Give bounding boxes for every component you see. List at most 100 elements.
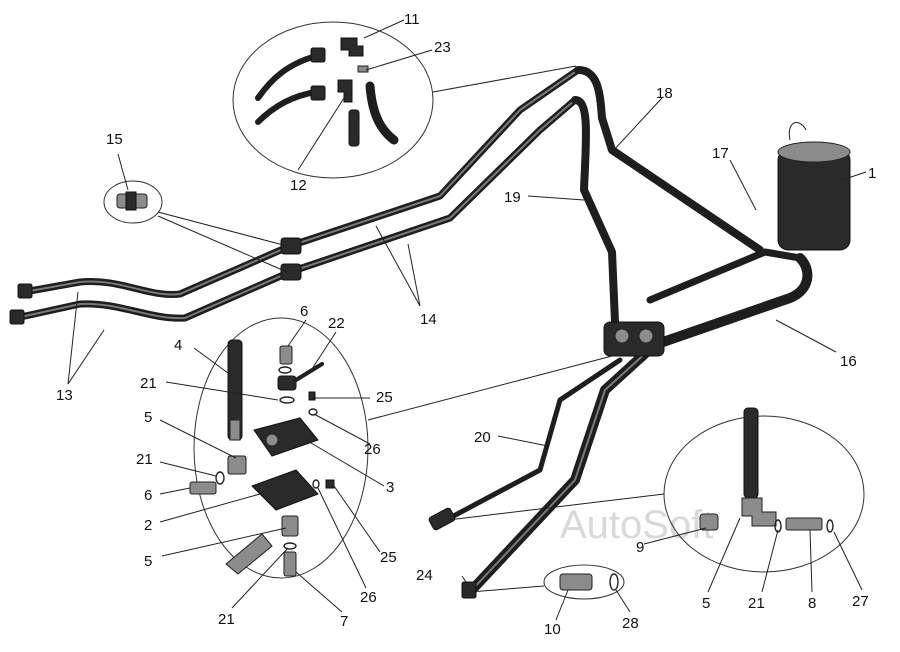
ring-27: [826, 519, 834, 533]
ring-26-right: [312, 479, 320, 489]
leader-7: [295, 571, 343, 613]
leader-5-bottom: [161, 527, 287, 557]
main-lines: [428, 66, 813, 599]
plug-6-top: [279, 345, 293, 365]
leader-25-right: [333, 485, 381, 553]
pipe-24-end: [461, 581, 477, 599]
leader-15: [117, 153, 129, 191]
pipe-16-highlight: [469, 339, 661, 593]
hose-end: [348, 109, 360, 147]
leader-14: [375, 225, 421, 307]
callout-23: 23: [434, 39, 451, 56]
detail-ellipse-valve: [189, 317, 369, 579]
callout-2: 2: [144, 517, 152, 534]
washer-23: [357, 65, 369, 73]
callout-19: 19: [504, 189, 521, 206]
detail-outline-right: [663, 415, 865, 573]
callout-14: 14: [420, 311, 437, 328]
pipe-18: [574, 66, 764, 254]
callout-24: 24: [416, 567, 433, 584]
leader-4: [193, 347, 233, 377]
callout-26-right: 26: [360, 589, 377, 606]
ring-21-top: [279, 396, 295, 404]
callout-16: 16: [840, 353, 857, 370]
leader-21-right: [761, 529, 779, 593]
valve-port-b: [638, 328, 654, 344]
fitting-8: [785, 517, 823, 531]
pipe-20-end: [428, 507, 456, 531]
leader-3: [305, 439, 385, 487]
callout-21-left: 21: [136, 451, 153, 468]
plug-7: [283, 551, 297, 577]
callout-6-top: 6: [300, 303, 308, 320]
leader-12: [297, 97, 345, 171]
leader-27: [833, 531, 863, 591]
leader-5-left: [159, 419, 237, 459]
callout-5-bottom: 5: [144, 553, 152, 570]
elbow-fitting-11: [340, 37, 364, 57]
pipe-19: [571, 96, 620, 349]
callout-25-right: 25: [380, 549, 397, 566]
callout-26-top: 26: [364, 441, 381, 458]
leader-21-bottom: [231, 547, 289, 609]
callout-4: 4: [174, 337, 182, 354]
leader-24: [461, 575, 471, 589]
callout-5-right: 5: [702, 595, 710, 612]
callout-10: 10: [544, 621, 561, 638]
hose-short: [365, 81, 399, 145]
callout-17: 17: [712, 145, 729, 162]
callout-25-top: 25: [376, 389, 393, 406]
tank-1: [777, 122, 851, 251]
hose-4-fitting: [229, 419, 241, 441]
detail-outline-15: [103, 180, 163, 224]
hose-upper-b: [255, 89, 319, 125]
callout-7: 7: [340, 613, 348, 630]
pipe-coupling-b: [280, 263, 302, 281]
watermark: AutoSoft: [560, 503, 713, 547]
pipe-coupling-a: [280, 237, 302, 255]
leader-2: [159, 493, 261, 523]
plate-2: [251, 469, 319, 511]
pipe-end-nut-a: [17, 283, 33, 299]
leader-28: [615, 589, 631, 613]
callout-5-left: 5: [144, 409, 152, 426]
ring-21-bottom: [283, 542, 297, 550]
leader-10: [555, 589, 569, 621]
detail-ellipse-15: [103, 180, 163, 224]
leader-20: [497, 435, 549, 447]
screw-25-right: [325, 479, 335, 489]
callout-13: 13: [56, 387, 73, 404]
fitting-22: [294, 362, 324, 382]
callout-8: 8: [808, 595, 816, 612]
tank-handle: [788, 122, 807, 141]
elbow-5-right: [741, 497, 777, 527]
hose-nut-upper-b: [310, 85, 326, 101]
callout-9: 9: [636, 539, 644, 556]
hose-end-bottom: [225, 533, 273, 575]
leader-17: [729, 159, 757, 211]
tank-cap: [777, 141, 851, 163]
callout-18: 18: [656, 85, 673, 102]
leader-18: [611, 97, 663, 153]
leader-21-top: [165, 381, 279, 401]
ring-26-top: [308, 408, 318, 416]
detail-outline-valve: [193, 317, 369, 579]
pipe-16: [465, 335, 665, 597]
leader-9: [643, 527, 707, 545]
detail-ellipse-right: [663, 407, 865, 573]
callout-3: 3: [386, 479, 394, 496]
pipe-lower: [12, 96, 579, 322]
tank-body: [777, 149, 851, 251]
hose-right: [743, 407, 759, 499]
callout-12: 12: [290, 177, 307, 194]
pipe-17: [646, 248, 804, 304]
leader-6-left: [159, 487, 191, 495]
leader-26-right: [317, 487, 367, 589]
callout-1: 1: [868, 165, 876, 182]
fitting-22-body: [277, 375, 297, 391]
elbow-5-bottom: [281, 515, 299, 537]
callout-6-left: 6: [144, 487, 152, 504]
leader-11: [363, 19, 405, 39]
connector-top: [432, 65, 577, 93]
